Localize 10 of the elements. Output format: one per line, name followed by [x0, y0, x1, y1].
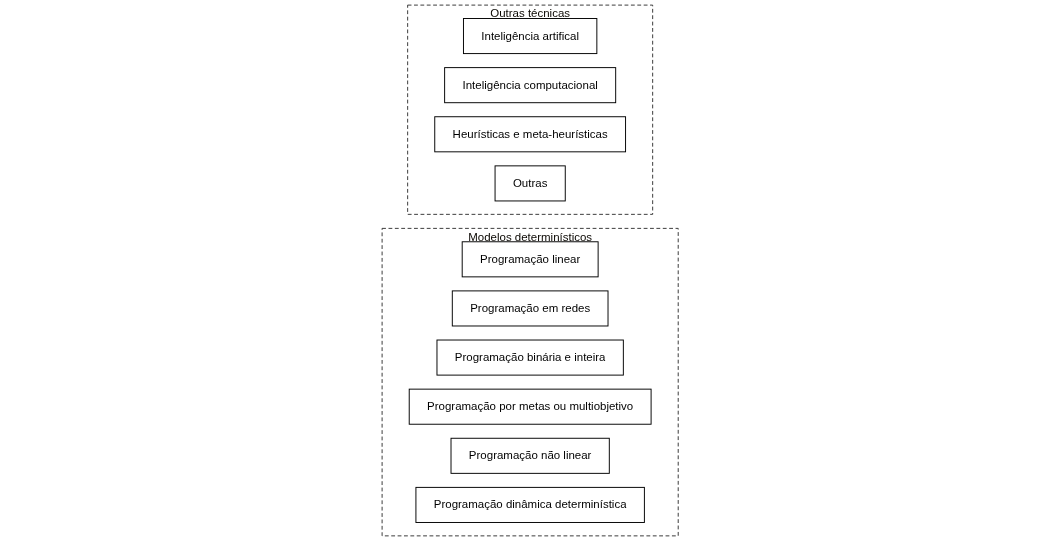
node-box: Programação não linear: [450, 437, 610, 474]
node-box: Inteligência computacional: [444, 67, 616, 104]
node-box: Programação em redes: [451, 290, 609, 327]
node-box: Programação linear: [461, 241, 599, 278]
node-box: Outras: [494, 165, 566, 202]
node-box: Inteligência artifical: [462, 18, 598, 55]
node-box: Programação binária e inteira: [436, 339, 624, 376]
node-box: Programação dinâmica determinística: [415, 486, 645, 523]
node-box: Heurísticas e meta-heurísticas: [434, 116, 626, 153]
node-box: Programação por metas ou multiobjetivo: [408, 388, 652, 425]
